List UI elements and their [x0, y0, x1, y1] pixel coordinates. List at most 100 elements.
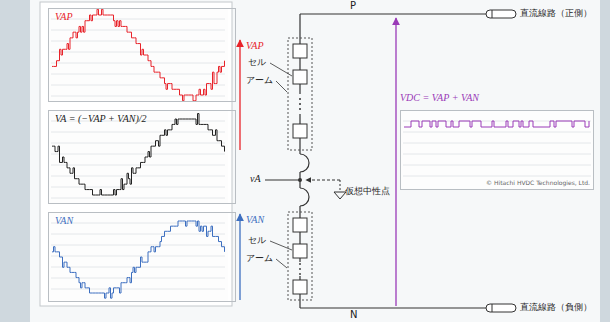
grid-line: [51, 30, 225, 31]
grid-line: [51, 52, 225, 53]
cable-terminal: [492, 304, 493, 312]
card: [30, 0, 600, 322]
leader-line: [276, 81, 287, 92]
grid-line: [51, 234, 225, 235]
waveform-plot: VAP: [48, 8, 236, 102]
wire: [299, 138, 300, 154]
arm-label: アーム: [246, 75, 273, 85]
leader-line: [270, 241, 292, 250]
wire: [299, 276, 300, 280]
voltage-arrow: [395, 18, 396, 306]
grid-line: [51, 132, 225, 133]
voltage-arrow: [239, 214, 240, 300]
waveform-plot: VAN: [48, 212, 236, 302]
grid-line: [51, 176, 225, 177]
voltage-label: VAP: [246, 40, 264, 52]
grid-line: [51, 198, 225, 199]
cable-terminal: [492, 10, 493, 18]
cell: [293, 44, 307, 58]
arm-box: [288, 212, 312, 300]
waveform: [52, 9, 225, 100]
grid-line: [51, 85, 225, 86]
arm-reactor: [300, 154, 309, 172]
waveform: [404, 121, 589, 127]
dot: [299, 273, 301, 275]
waveforms: [52, 9, 589, 298]
cell: [293, 280, 307, 294]
grid-line: [51, 41, 225, 42]
grid-line: [51, 63, 225, 64]
cell: [293, 124, 307, 138]
node-label: vA: [250, 173, 261, 185]
plot-label: VAP: [49, 9, 235, 25]
grid-lines: [51, 19, 591, 289]
cell: [293, 244, 307, 258]
voltage-label: VDC = VAP + VAN: [400, 92, 479, 104]
waveform-plot: VA = (−VAP + VAN)/2: [48, 110, 236, 204]
copyright-note: © Hitachi HVDC Technologies, Ltd.: [486, 180, 590, 187]
cable-terminal: [486, 10, 516, 18]
leader-line: [270, 63, 292, 76]
dc-bus-top: [300, 13, 486, 14]
cell-label: セル: [248, 235, 266, 245]
wire: [299, 232, 300, 244]
dot: [299, 98, 301, 100]
grid-line: [403, 154, 591, 155]
wire: [299, 258, 300, 262]
neutral-label: 仮想中性点: [345, 186, 390, 196]
grid-line: [51, 96, 225, 97]
dot: [299, 103, 301, 105]
line-label: 直流線路（負側）: [520, 302, 592, 312]
wire: [299, 14, 300, 44]
waveform-plot: © Hitachi HVDC Technologies, Ltd.: [400, 110, 594, 190]
terminal-label: P: [350, 0, 356, 12]
plot-ground: [48, 212, 228, 302]
voltage-label: VAN: [246, 214, 264, 226]
grid-line: [51, 187, 225, 188]
grid-line: [51, 256, 225, 257]
waveform: [52, 221, 225, 298]
arm-box: [288, 38, 312, 150]
grid-line: [51, 143, 225, 144]
plot-ground: [48, 110, 228, 204]
terminal-label: N: [350, 309, 357, 321]
wire: [299, 58, 300, 70]
grid-line: [51, 245, 225, 246]
neutral-arrow: [306, 180, 340, 181]
grid-line: [51, 154, 225, 155]
circuit: [265, 14, 486, 308]
ac-terminal-wire: [265, 179, 300, 180]
leader-lines: [270, 63, 292, 268]
ground-symbol: [334, 192, 346, 199]
plot-ground: [400, 110, 594, 190]
dot: [299, 108, 301, 110]
grid-line: [51, 165, 225, 166]
wire: [299, 84, 300, 94]
cell: [293, 70, 307, 84]
grid-line: [403, 176, 591, 177]
waveform: [52, 114, 225, 195]
cell-label: セル: [248, 57, 266, 67]
plot-label: VA = (−VAP + VAN)/2: [49, 111, 235, 127]
node-dot: [298, 178, 302, 182]
leader-line: [276, 259, 287, 268]
wire: [299, 114, 300, 124]
line-label: 直流線路（正側）: [520, 8, 592, 18]
grid-line: [51, 289, 225, 290]
plot-label: VAN: [49, 213, 235, 229]
cells: [293, 44, 307, 294]
arm-outlines: [288, 38, 312, 300]
grid-line: [403, 132, 591, 133]
ellipsis-dots: [299, 98, 301, 275]
arm-label: アーム: [246, 253, 273, 263]
plot-panel: [40, 2, 232, 306]
wire: [299, 294, 300, 308]
ground-lead: [340, 180, 341, 192]
grid-line: [51, 19, 225, 20]
grid-line: [403, 143, 591, 144]
cable-terminal: [486, 304, 516, 312]
grid-line: [51, 74, 225, 75]
cable-terminal: [486, 10, 516, 312]
